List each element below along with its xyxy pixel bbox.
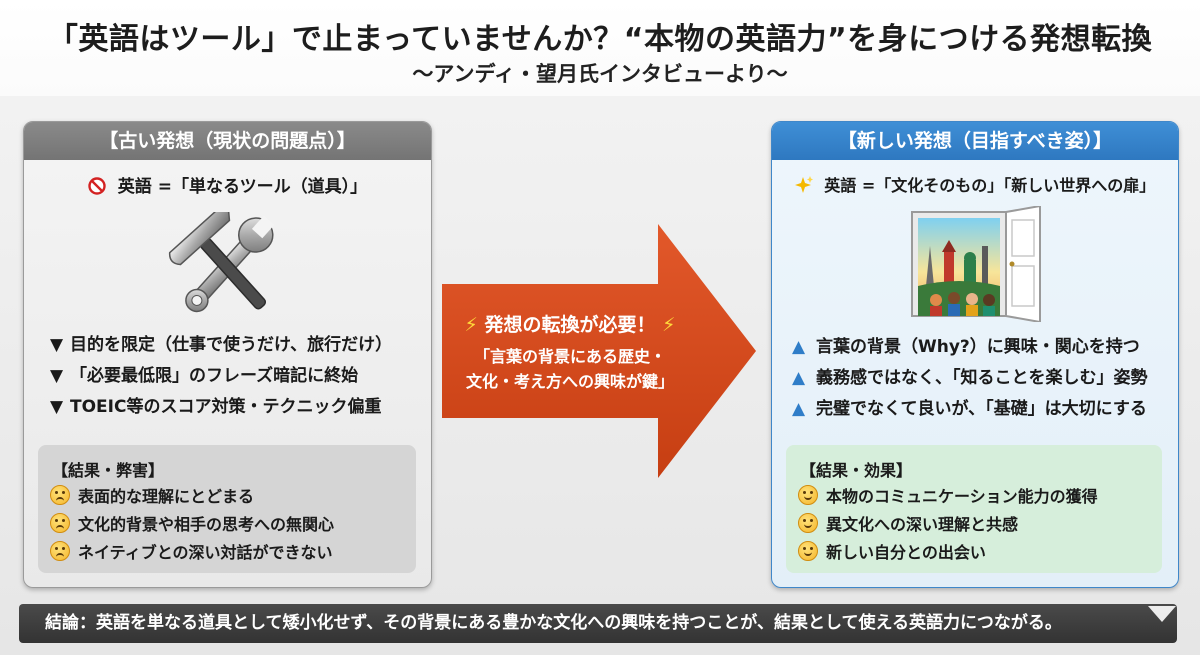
- list-item: ▼TOEIC等のスコア対策・テクニック偏重: [50, 392, 420, 423]
- open-door-illustration: [906, 204, 1048, 324]
- page-title: 「英語はツール」で止まっていませんか？“本物の英語力”を身につける発想転換: [47, 22, 1153, 57]
- new-mindset-points: ▲言葉の背景（Why?）に興味・関心を持つ ▲義務感ではなく、「知ることを楽しむ…: [792, 332, 1162, 425]
- list-item: 文化的背景や相手の思考への無関心: [50, 511, 334, 539]
- smile-face-icon: [798, 485, 818, 505]
- down-triangle-icon: ▼: [50, 397, 64, 417]
- arrow-quote-line1: 「言葉の背景にある歴史・: [473, 347, 666, 366]
- new-results-title: 【結果・効果】: [800, 461, 913, 480]
- arrow-quote-line2: 文化・考え方への興味が鍵」: [465, 372, 674, 391]
- old-mindset-claim-text: 英語 =「単なるツール（道具）」: [117, 177, 368, 197]
- old-mindset-heading: 【古い発想（現状の問題点）】: [24, 122, 431, 160]
- sad-face-icon: [50, 541, 70, 561]
- list-item: 表面的な理解にとどまる: [50, 483, 334, 511]
- down-triangle-icon: ▼: [50, 366, 64, 386]
- list-item: 新しい自分との出会い: [798, 539, 1098, 567]
- list-item: ▼目的を限定（仕事で使うだけ、旅行だけ）: [50, 330, 420, 361]
- old-results-title: 【結果・弊害】: [52, 461, 165, 480]
- list-item: ▼「必要最低限」のフレーズ暗記に終始: [50, 361, 420, 392]
- wrench-hammer-illustration: [162, 207, 292, 322]
- sparkles-icon: [794, 176, 819, 195]
- list-item: ネイティブとの深い対話ができない: [50, 539, 334, 567]
- down-triangle-icon: ▼: [50, 335, 64, 355]
- lightning-icon: ⚡: [662, 314, 676, 336]
- list-item: ▲義務感ではなく、「知ることを楽しむ」姿勢: [792, 363, 1162, 394]
- new-mindset-claim: 英語 =「文化そのもの」「新しい世界への扉」: [772, 172, 1178, 196]
- corner-triangle-icon: [1148, 606, 1176, 622]
- header: 「英語はツール」で止まっていませんか？“本物の英語力”を身につける発想転換 〜ア…: [0, 0, 1200, 96]
- old-results-box: 【結果・弊害】 表面的な理解にとどまる 文化的背景や相手の思考への無関心 ネイテ…: [38, 445, 416, 573]
- new-mindset-heading: 【新しい発想（目指すべき姿）】: [772, 122, 1178, 160]
- prohibited-icon: [88, 177, 112, 197]
- list-item: 異文化への深い理解と共感: [798, 511, 1098, 539]
- list-item: ▲言葉の背景（Why?）に興味・関心を持つ: [792, 332, 1162, 363]
- up-triangle-icon: ▲: [792, 368, 806, 388]
- new-mindset-panel: 【新しい発想（目指すべき姿）】 英語 =「文化そのもの」「新しい世界への扉」: [771, 121, 1179, 588]
- old-mindset-panel: 【古い発想（現状の問題点）】 英語 =「単なるツール（道具）」: [23, 121, 432, 588]
- up-triangle-icon: ▲: [792, 337, 806, 357]
- new-mindset-claim-text: 英語 =「文化そのもの」「新しい世界への扉」: [824, 176, 1156, 195]
- smile-face-icon: [798, 513, 818, 533]
- list-item: 本物のコミュニケーション能力の獲得: [798, 483, 1098, 511]
- lightning-icon: ⚡: [464, 314, 478, 336]
- smile-face-icon: [798, 541, 818, 561]
- transition-arrow: [440, 222, 760, 480]
- sad-face-icon: [50, 485, 70, 505]
- old-mindset-claim: 英語 =「単なるツール（道具）」: [24, 172, 431, 197]
- old-mindset-points: ▼目的を限定（仕事で使うだけ、旅行だけ） ▼「必要最低限」のフレーズ暗記に終始 …: [50, 330, 420, 423]
- up-triangle-icon: ▲: [792, 399, 806, 419]
- arrow-heading: ⚡ 発想の転換が必要！ ⚡: [464, 314, 676, 336]
- page-subtitle: 〜アンディ・望月氏インタビューより〜: [412, 62, 788, 86]
- conclusion-banner: 結論：英語を単なる道具として矮小化せず、その背景にある豊かな文化への興味を持つこ…: [19, 604, 1177, 643]
- list-item: ▲完璧でなくて良いが、「基礎」は大切にする: [792, 394, 1162, 425]
- sad-face-icon: [50, 513, 70, 533]
- new-results-box: 【結果・効果】 本物のコミュニケーション能力の獲得 異文化への深い理解と共感 新…: [786, 445, 1162, 573]
